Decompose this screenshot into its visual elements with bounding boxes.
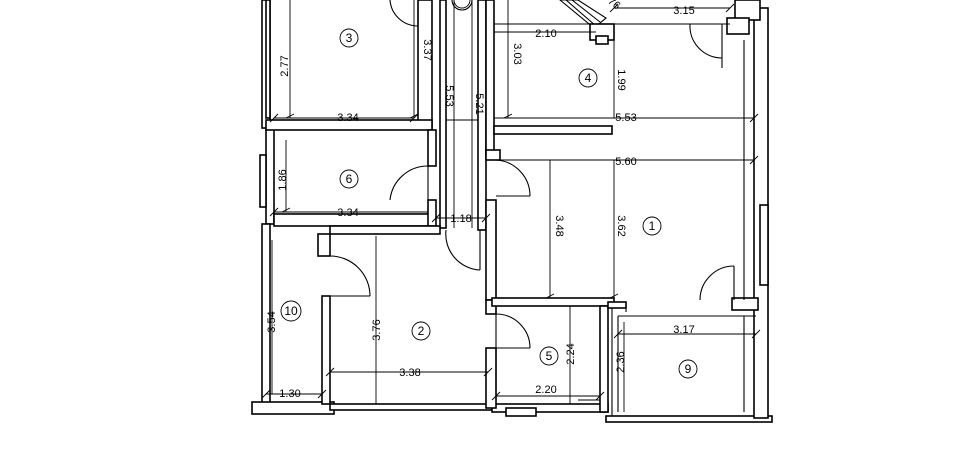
window-left-room6 (259, 154, 267, 208)
door-room2 (495, 313, 531, 349)
door-room4 (689, 23, 723, 59)
dim-corridor-width: 1.18 (450, 213, 471, 225)
wall-left-upper-inner (265, 0, 271, 119)
room-4-label: 4 (585, 71, 592, 85)
room-2-label: 2 (418, 324, 425, 338)
stair-diagonal (559, 0, 607, 29)
door-room10 (329, 255, 371, 297)
door-room1-right (699, 265, 735, 301)
dim-room10-height: 3.54 (266, 311, 278, 332)
door-corridor-lower (445, 229, 481, 271)
dim-room3-height-right: 3.37 (421, 39, 433, 60)
dim-room4-left: 3.03 (511, 43, 523, 64)
dim-room1-height: 3.62 (615, 215, 627, 236)
dim-room5-width: 2.20 (535, 384, 556, 396)
dim-corridor-upper: 5.53 (443, 85, 455, 106)
wall-corridor-left (439, 0, 447, 229)
room-10-label: 10 (284, 304, 298, 318)
dim-room5-height: 2.24 (565, 343, 577, 364)
wall-room3-right (417, 0, 433, 129)
dim-room6-width: 3.34 (337, 207, 358, 219)
wall-bottom-room9 (605, 415, 773, 423)
room-5-label: 5 (546, 349, 553, 363)
wall-top-right (734, 0, 761, 21)
wall-bottom-room2 (329, 403, 493, 411)
dim-stair-small: 76 (605, 0, 622, 12)
dim-room9-height: 2.36 (615, 351, 627, 372)
wall-room6-right-lower (427, 199, 437, 227)
room-6-label: 6 (346, 172, 353, 186)
dim-room6-height: 1.86 (277, 169, 289, 190)
dim-room4-upper-width: 2.10 (535, 28, 556, 40)
dim-room4-width: 5.53 (615, 112, 636, 124)
door-room7 (451, 0, 473, 11)
dim-room3-height: 2.77 (279, 55, 291, 76)
room-9-marker: 9 (678, 359, 698, 379)
door-room6 (389, 165, 429, 201)
wall-room4-left (485, 0, 495, 156)
wall-room9-top-right (731, 297, 759, 311)
wall-room9-top-left (607, 301, 627, 309)
wall-room4-bottom-stub (485, 149, 501, 161)
wall-room3-bottom (265, 119, 433, 131)
stair-detail (559, 0, 615, 45)
room-5-marker: 5 (539, 346, 559, 366)
dim-corridor-lower: 5.21 (473, 93, 485, 114)
room-2-marker: 2 (411, 321, 431, 341)
window-right-room1 (759, 204, 769, 286)
wall-room5-right (599, 305, 609, 413)
wall-room4-bottom (493, 125, 613, 135)
room-1-label: 1 (649, 219, 656, 233)
stair-landing-step (595, 35, 609, 45)
dimension-labels: 2.77 3.37 3.34 5.53 5.21 3.03 2.10 3.15 … (266, 0, 695, 400)
room-1-marker: 1 (642, 216, 662, 236)
wall-room1-left (485, 199, 497, 301)
wall-room2-top (329, 225, 441, 235)
dim-top-right-width: 3.15 (673, 5, 694, 17)
room-7-marker (453, 0, 471, 9)
dimension-lines (261, 0, 761, 412)
wall-right-jog (726, 17, 750, 35)
room-3-marker: 3 (339, 28, 359, 48)
window-bottom-room5 (505, 407, 537, 417)
dim-room3-width: 3.34 (337, 112, 358, 124)
wall-room10-room2 (321, 295, 331, 405)
dim-room2-width: 3.38 (399, 367, 420, 379)
wall-room6-right (427, 129, 437, 167)
room-10-marker: 10 (280, 300, 302, 322)
dim-room9-width: 3.17 (673, 324, 694, 336)
thin-lines (446, 23, 756, 416)
wall-room2-right-lower (485, 347, 497, 409)
door-room1-left (495, 159, 531, 197)
wall-room10-room2-top (317, 233, 331, 257)
room-9-label: 9 (685, 362, 692, 376)
room-3-label: 3 (346, 31, 353, 45)
wall-room5-top (491, 297, 615, 307)
room-4-marker: 4 (578, 68, 598, 88)
doors (329, 0, 735, 349)
wall-left-mid (265, 127, 275, 225)
inner-walls (265, 0, 759, 413)
wall-corridor-right (477, 0, 487, 231)
dim-room4-height: 1.99 (615, 69, 627, 90)
outer-walls (251, 0, 773, 423)
dim-room10-width: 1.30 (279, 388, 300, 400)
dim-room1-inner-height: 3.48 (553, 215, 565, 236)
room-6-marker: 6 (339, 169, 359, 189)
room-markers: 3 4 6 1 10 2 5 (280, 0, 698, 379)
dim-room1-width: 5.60 (615, 156, 636, 168)
dim-room2-height: 3.76 (371, 319, 383, 340)
